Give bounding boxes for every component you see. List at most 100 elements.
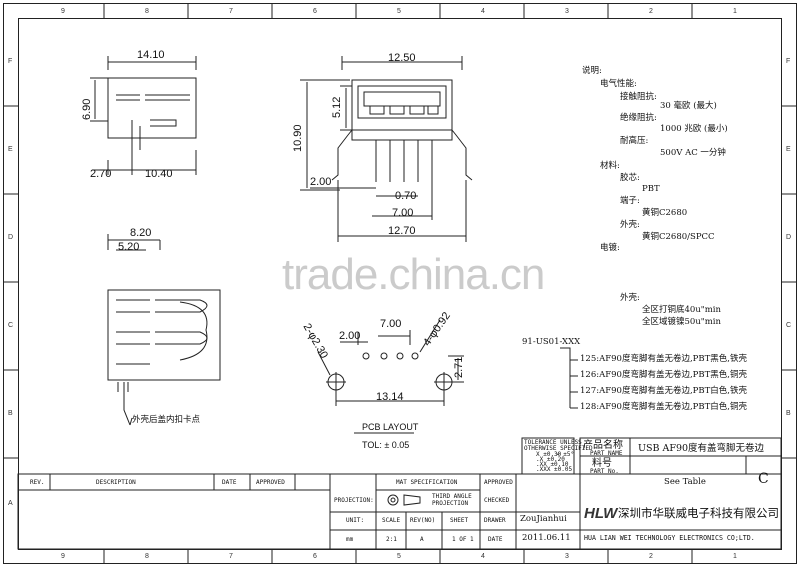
notes-voltage-value: 500V AC 一分钟 [660,148,726,158]
grid-col-1-bottom: 1 [733,553,737,560]
notes-insulation-value: 1000 兆欧 (最小) [660,124,728,134]
grid-row-f: F [8,58,13,65]
dim-front-pitch: 7.00 [392,207,414,219]
notes-insulation: 绝缘阻抗: [620,113,657,123]
notes-plating-1: 全区打铜底40u"min [642,305,721,315]
tolerance-row: X ±0.30 [536,451,562,458]
grid-row-c: C [8,322,14,329]
product-name-label: 产品名称 [583,440,623,451]
rev-no-label: REV(NO) [410,517,436,524]
sheet-label: SHEET [450,517,469,524]
dim-top-width-a: 8.20 [130,227,152,239]
outer-border [3,3,797,564]
unit-label: UNIT: [346,517,365,524]
grid-col-1: 1 [733,8,737,15]
grid-row-e: E [8,146,13,153]
part-list-item: 125:AF90度弯脚有盖无卷边,PBT黑色,铁壳 [580,354,747,364]
unit-value: mm [346,536,354,543]
notes-plating-2: 全区域镀镍50u"min [642,317,721,327]
grid-row-b: B [8,410,13,417]
dim-front-total: 12.70 [388,225,416,237]
top-view [107,234,221,426]
pcb-layout-title: PCB LAYOUT [362,422,419,432]
notes-shell-plating: 外壳: [620,293,640,303]
notes-shell-value: 黄铜C2680/SPCC [642,232,715,242]
dim-front-width: 12.50 [388,52,416,64]
scale-label: SCALE [382,517,401,524]
grid-col-2: 2 [649,8,653,15]
grid-col-7-bottom: 7 [229,553,233,560]
grid-row-b-right: B [786,410,791,417]
part-no-label: 料号 [592,458,612,469]
grid-col-2-bottom: 2 [649,553,653,560]
dim-side-height: 6.90 [81,98,93,120]
drawer-name: ZouJianhui [520,514,567,524]
mat-spec: MAT SPECIFICATION [396,479,458,486]
company-logo: HLW [584,505,618,522]
grid-row-d: D [8,234,14,241]
grid-col-5-bottom: 5 [397,553,401,560]
revision-letter: C [758,471,769,487]
part-list-item: 126:AF90度弯脚有盖无卷边,PBT黑色,铜壳 [580,370,747,380]
tolerance-row: ∠ ±5° [556,451,575,458]
tolerance-row: .X ±0.20 [536,456,565,463]
grid-row-e-right: E [786,146,791,153]
dim-pcb-span: 13.14 [376,391,404,403]
grid-col-6: 6 [313,8,317,15]
dim-side-width: 14.10 [137,49,165,61]
watermark: trade.china.cn [282,250,545,299]
dim-pcb-offset: 2.00 [339,330,361,342]
approved-label: APPROVED [484,479,513,486]
tolerance-sub: OTHERWISE SPECIFIED [524,445,593,452]
part-list-item: 128:AF90度弯脚有盖无卷边,PBT白色,铜壳 [580,402,747,412]
part-list-base: 91-US01-XXX [522,337,581,347]
part-no: See Table [664,477,706,487]
grid-col-4: 4 [481,8,485,15]
grid-col-5: 5 [397,8,401,15]
dim-top-width-b: 5.20 [118,241,140,253]
tolerance-title: TOLERANCE UNLESS [524,439,582,446]
dim-front-offset: 2.00 [310,176,332,188]
pcb-layout [317,319,464,434]
side-view [90,56,197,175]
part-list-item: 127:AF90度弯脚有盖无卷边,PBT白色,铁壳 [580,386,747,396]
company-name-cn: 深圳市华联威电子科技有限公司 [618,506,779,520]
projection-label: PROJECTION: [334,497,374,504]
notes-heading: 说明: [582,66,602,76]
tolerance-row: .XXX ±0.05 [536,466,573,473]
description-header: DESCRIPTION [96,479,136,486]
product-name: USB AF90度有盖弯脚无卷边 [638,443,765,454]
shell-latch-callout: 外壳后盖内扣卡点 [132,415,201,425]
notes-voltage: 耐高压: [620,136,649,146]
product-name-sub: PART NAME [590,450,623,457]
notes-material: 材料: [600,161,620,171]
grid-col-9-bottom: 9 [61,553,65,560]
notes-plastic: 胶芯: [620,173,640,183]
part-list-bracket [560,347,578,409]
date-header: DATE [222,479,237,486]
dim-pcb-pitch: 7.00 [380,318,402,330]
notes-contact-value: 30 毫欧 (最大) [660,101,717,111]
part-no-sub: PART No. [590,468,619,475]
front-view [300,56,473,242]
title-block [17,437,782,550]
grid-row-f-right: F [786,58,791,65]
grid-col-3: 3 [565,8,569,15]
grid-col-6-bottom: 6 [313,553,317,560]
notes-terminal: 端子: [620,196,640,206]
scale-value: 2:1 [386,536,397,543]
rev-header: REV. [30,479,45,486]
sheet-value: 1 OF 1 [452,536,474,543]
third-angle: THIRD ANGLE [432,493,472,500]
approved-header: APPROVED [256,479,285,486]
dim-front-pitch-small: 0.70 [395,190,417,202]
dim-pcb-height: 2.71 [453,356,465,378]
grid-row-d-right: D [786,234,792,241]
dim-side-body: 10.40 [145,168,173,180]
tolerance-row: .XX ±0.10 [536,461,569,468]
company-name-en: HUA LIAN WEI TECHNOLOGY ELECTRONICS CO;L… [584,534,755,542]
dim-front-upper: 5.12 [331,96,343,118]
notes-plastic-value: PBT [642,184,660,194]
